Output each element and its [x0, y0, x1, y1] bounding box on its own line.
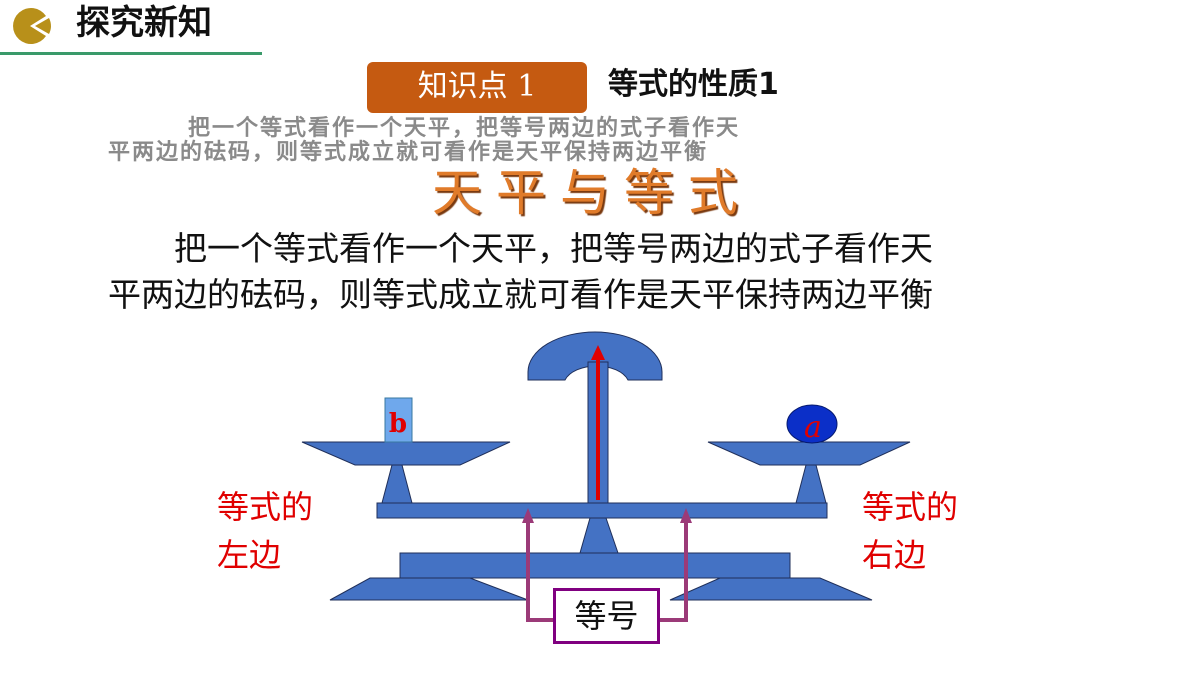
- body-line-1: 把一个等式看作一个天平，把等号两边的式子看作天: [108, 229, 933, 268]
- wordart-title: 天平与等式: [432, 164, 752, 222]
- left-side-label-1: 等式的: [217, 488, 314, 526]
- ghost-text-line-1: 把一个等式看作一个天平，把等号两边的式子看作天: [188, 115, 741, 141]
- right-foot: [669, 577, 873, 601]
- body-line-2: 平两边的砝码，则等式成立就可看作是天平保持两边平衡: [108, 275, 933, 314]
- scale-beam: [376, 502, 828, 519]
- header-divider: [0, 52, 262, 55]
- right-side-label-1: 等式的: [862, 488, 959, 526]
- left-pan-stem: [381, 464, 413, 504]
- left-foot: [329, 577, 529, 601]
- left-pan: [301, 441, 511, 466]
- section-title: 探究新知: [76, 3, 212, 43]
- pie-chart-icon: [13, 8, 51, 44]
- center-support: [579, 517, 619, 554]
- ghost-text-line-2: 平两边的砝码，则等式成立就可看作是天平保持两边平衡: [108, 139, 709, 165]
- right-pan-stem: [795, 464, 827, 504]
- right-weight-a: a: [786, 404, 838, 445]
- left-weight-b: b: [384, 397, 413, 443]
- equals-sign-label: 等号: [553, 588, 660, 644]
- right-pan: [707, 441, 911, 466]
- right-side-label-2: 右边: [862, 536, 927, 574]
- pointer-arrow: [591, 345, 605, 500]
- left-side-label-2: 左边: [217, 536, 282, 574]
- left-weight-label: b: [389, 409, 407, 439]
- scale-base: [399, 552, 791, 579]
- right-weight-label: a: [804, 410, 822, 445]
- subtitle: 等式的性质1: [608, 67, 779, 102]
- knowledge-point-tag: 知识点 1: [367, 62, 587, 113]
- equals-connectors: [526, 520, 688, 622]
